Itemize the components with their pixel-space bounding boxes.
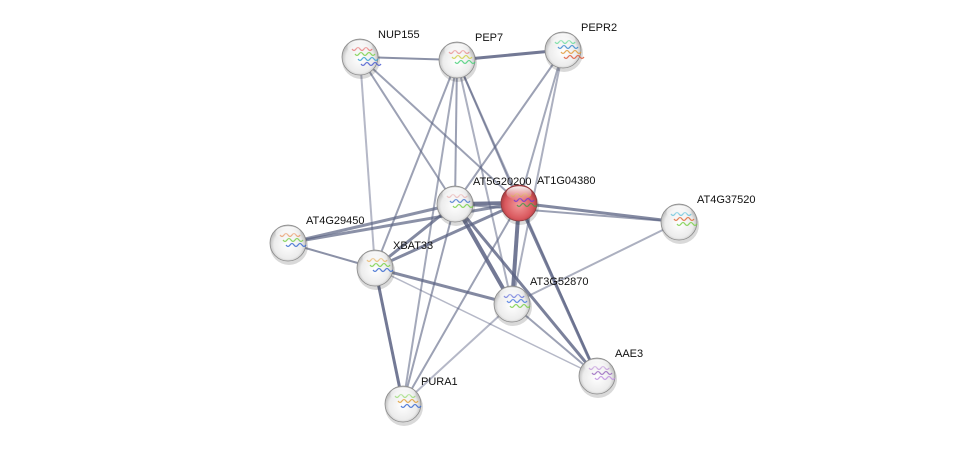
node-pepr2[interactable]: PEPR2 bbox=[544, 22, 617, 72]
edge-at1g04380-pura1[interactable] bbox=[402, 202, 520, 405]
edge-pepr2-at1g04380[interactable] bbox=[518, 49, 564, 204]
edge-at5g20200-aae3[interactable] bbox=[453, 203, 599, 377]
edge-at1g04380-at4g29450[interactable] bbox=[287, 201, 520, 245]
edge-xbat33-aae3[interactable] bbox=[374, 267, 598, 377]
node-label: NUP155 bbox=[378, 29, 420, 41]
edge-at1g04380-at4g37520[interactable] bbox=[518, 201, 680, 224]
node-nup155[interactable]: NUP155 bbox=[341, 29, 420, 79]
node-highlight bbox=[444, 43, 470, 57]
edge-at1g04380-xbat33[interactable] bbox=[374, 201, 520, 270]
node-xbat33[interactable]: XBAT33 bbox=[356, 240, 433, 290]
node-label: AT1G04380 bbox=[537, 175, 596, 187]
node-highlight bbox=[390, 387, 416, 401]
edge-xbat33-at3g52870[interactable] bbox=[374, 266, 513, 306]
node-at1g04380[interactable]: AT1G04380 bbox=[500, 175, 596, 225]
node-label: AT4G37520 bbox=[697, 194, 756, 206]
node-highlight bbox=[442, 187, 468, 201]
node-highlight bbox=[666, 205, 692, 219]
node-highlight bbox=[584, 359, 610, 373]
edge-nup155-at1g04380[interactable] bbox=[359, 56, 520, 204]
node-label: PEPR2 bbox=[581, 22, 617, 34]
node-label: XBAT33 bbox=[393, 240, 433, 252]
edge-at3g52870-at4g37520[interactable] bbox=[511, 221, 680, 305]
edge-pep7-at5g20200[interactable] bbox=[454, 59, 458, 205]
edge-at3g52870-pura1[interactable] bbox=[402, 303, 513, 405]
edge-pepr2-at3g52870[interactable] bbox=[511, 49, 564, 305]
node-pura1[interactable]: PURA1 bbox=[384, 376, 458, 426]
node-label: AT3G52870 bbox=[530, 276, 589, 288]
edges-layer bbox=[287, 48, 680, 405]
node-label: PURA1 bbox=[421, 376, 458, 388]
node-label: PEP7 bbox=[475, 32, 503, 44]
edge-nup155-xbat33[interactable] bbox=[359, 56, 376, 269]
node-highlight bbox=[550, 33, 576, 47]
node-highlight bbox=[275, 226, 301, 240]
edge-pepr2-at5g20200[interactable] bbox=[454, 49, 564, 205]
node-pep7[interactable]: PEP7 bbox=[438, 32, 503, 82]
edge-xbat33-pura1[interactable] bbox=[373, 267, 405, 405]
node-highlight bbox=[347, 40, 373, 54]
edge-at5g20200-at3g52870[interactable] bbox=[453, 203, 514, 305]
node-label: AT4G29450 bbox=[306, 215, 365, 227]
node-at3g52870[interactable]: AT3G52870 bbox=[493, 276, 589, 326]
node-highlight bbox=[362, 251, 388, 265]
node-highlight bbox=[506, 186, 532, 200]
node-at4g37520[interactable]: AT4G37520 bbox=[660, 194, 756, 244]
node-at4g29450[interactable]: AT4G29450 bbox=[269, 215, 365, 265]
node-aae3[interactable]: AAE3 bbox=[578, 348, 643, 398]
node-label: AAE3 bbox=[615, 348, 643, 360]
edge-at5g20200-at4g29450[interactable] bbox=[287, 202, 456, 245]
edge-pep7-pura1[interactable] bbox=[402, 59, 458, 405]
edge-pep7-xbat33[interactable] bbox=[374, 59, 458, 269]
edge-at3g52870-aae3[interactable] bbox=[511, 303, 598, 377]
node-highlight bbox=[499, 287, 525, 301]
edge-at1g04380-aae3[interactable] bbox=[517, 202, 599, 377]
